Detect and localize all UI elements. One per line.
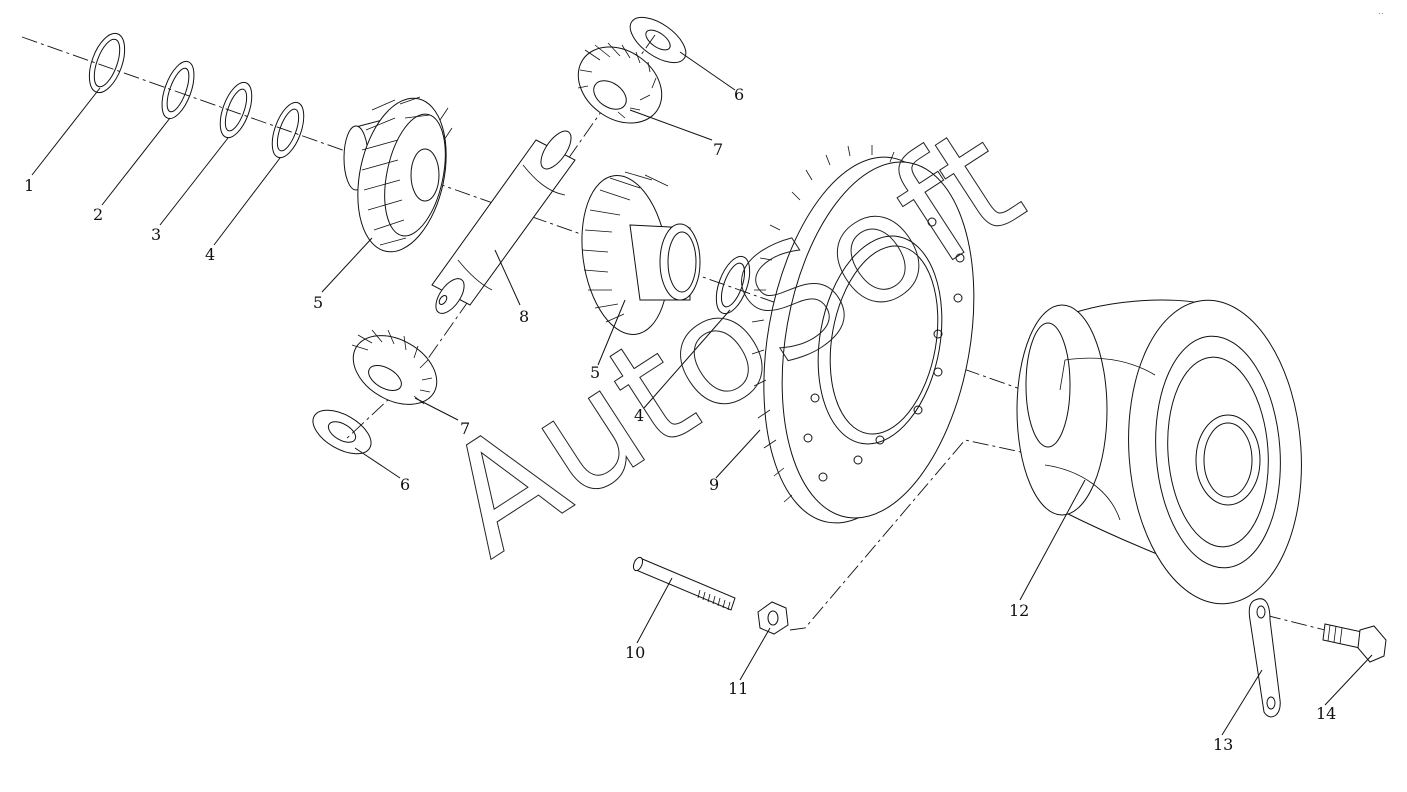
hex-screw-part-14 <box>1322 623 1387 663</box>
differential-case-part-12 <box>1016 299 1302 605</box>
callout-12: 12 <box>1009 601 1029 620</box>
bolt-axis-line <box>789 439 1036 631</box>
screw-axis-line <box>1264 614 1326 631</box>
callout-9: 9 <box>709 475 719 494</box>
callout-3: 3 <box>151 225 161 244</box>
washer-part-4-second <box>715 255 751 315</box>
callout-1: 1 <box>24 176 34 195</box>
cross-shaft-part-8 <box>431 130 576 314</box>
ring-gear-part-9 <box>751 145 975 524</box>
washer-part-1 <box>88 32 126 94</box>
callout-6-second: 6 <box>400 475 410 494</box>
callout-6: 6 <box>734 85 744 104</box>
callout-5-second: 5 <box>590 363 600 382</box>
callout-8: 8 <box>519 307 529 326</box>
callout-7: 7 <box>713 140 723 159</box>
washer-part-2 <box>161 60 195 120</box>
callout-11: 11 <box>728 679 748 698</box>
callout-13: 13 <box>1213 735 1233 754</box>
washer-part-3 <box>219 81 253 139</box>
thrust-washer-part-6-bottom <box>312 409 372 455</box>
side-gear-part-5-left <box>343 96 453 253</box>
callout-4-second: 4 <box>634 406 644 425</box>
nut-part-11 <box>757 601 789 635</box>
corner-mark: .. <box>1378 7 1384 17</box>
callout-4: 4 <box>205 245 215 264</box>
pinion-gear-part-7-bottom <box>351 329 438 405</box>
washer-part-4 <box>271 101 305 159</box>
callout-14: 14 <box>1316 704 1336 723</box>
leader-lines <box>31 51 1373 736</box>
callout-10: 10 <box>625 643 645 662</box>
pinion-gear-part-7-top <box>577 42 663 124</box>
side-gear-part-5-right <box>581 171 701 335</box>
thrust-washer-part-6-top <box>629 16 687 64</box>
callout-2: 2 <box>93 205 103 224</box>
callout-5: 5 <box>313 293 323 312</box>
callout-7-second: 7 <box>460 419 470 438</box>
bolt-part-10 <box>632 556 736 611</box>
lock-plate-part-13 <box>1248 598 1281 718</box>
